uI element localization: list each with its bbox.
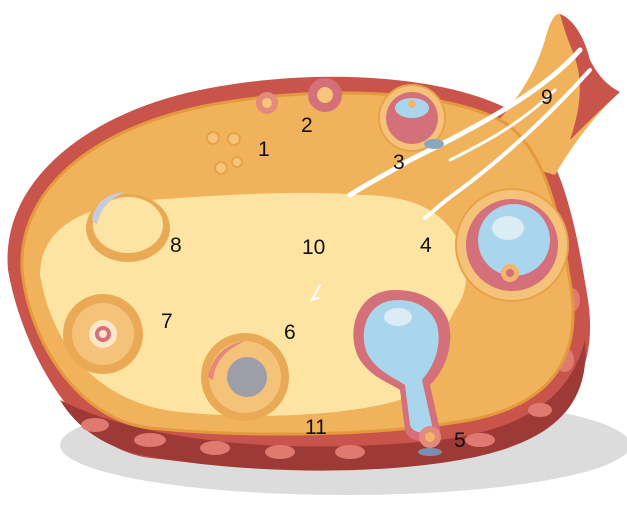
label-10: 10 [302,237,325,258]
label-6: 6 [284,322,296,343]
label-5: 5 [454,430,466,451]
label-8: 8 [170,235,182,256]
label-7: 7 [161,311,173,332]
label-3: 3 [393,152,405,173]
antral-follicle [456,189,568,301]
label-11: 11 [305,417,327,438]
corpus-luteum [201,333,289,421]
label-4: 4 [420,235,432,256]
label-2: 2 [301,115,313,136]
label-9: 9 [541,87,553,108]
secondary-follicle [379,85,445,151]
label-1: 1 [258,139,270,160]
regressing-corpus-luteum [63,294,143,374]
